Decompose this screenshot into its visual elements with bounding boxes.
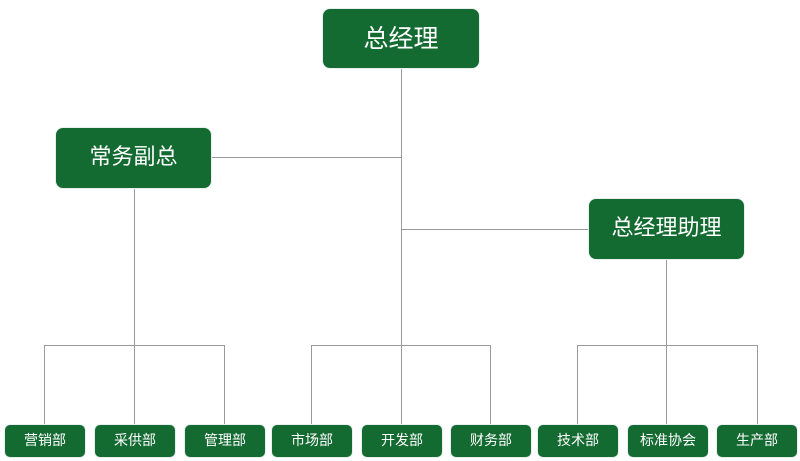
node-deputy-general-manager[interactable]: 常务副总 [55, 127, 212, 189]
connector-drop-biaozhun [666, 345, 667, 424]
node-general-manager-label: 总经理 [363, 24, 439, 53]
connector-drop-jishu [577, 345, 578, 424]
node-department-jishu-label: 技术部 [557, 433, 599, 449]
node-department-caigong-label: 采供部 [114, 433, 156, 449]
node-department-guanli[interactable]: 管理部 [184, 424, 266, 458]
connector-root-to-assistant [401, 229, 589, 230]
connector-drop-caigong [134, 345, 135, 424]
node-deputy-general-manager-label: 常务副总 [89, 145, 178, 170]
connector-drop-caiwu [490, 345, 491, 424]
connector-drop-guanli [224, 345, 225, 424]
connector-group3-bus [577, 345, 758, 346]
connector-drop-yingxiao [44, 345, 45, 424]
node-department-yingxiao[interactable]: 营销部 [4, 424, 86, 458]
node-department-caiwu[interactable]: 财务部 [450, 424, 532, 458]
node-general-manager[interactable]: 总经理 [322, 8, 480, 69]
connector-root-to-deputy [212, 157, 402, 158]
connector-assistant-stem [666, 260, 667, 346]
connector-drop-kaifa [401, 345, 402, 424]
node-department-kaifa[interactable]: 开发部 [361, 424, 443, 458]
node-department-jishu[interactable]: 技术部 [537, 424, 619, 458]
node-department-shengchan[interactable]: 生产部 [716, 424, 798, 458]
node-department-shengchan-label: 生产部 [736, 433, 778, 449]
node-department-kaifa-label: 开发部 [381, 433, 423, 449]
node-department-shichang-label: 市场部 [291, 433, 333, 449]
connector-drop-shichang [311, 345, 312, 424]
node-department-shichang[interactable]: 市场部 [271, 424, 353, 458]
node-department-biaozhun[interactable]: 标准协会 [627, 424, 709, 458]
node-department-caigong[interactable]: 采供部 [94, 424, 176, 458]
node-gm-assistant[interactable]: 总经理助理 [588, 198, 745, 260]
connector-deputy-stem [134, 189, 135, 346]
connector-drop-shengchan [757, 345, 758, 424]
node-department-guanli-label: 管理部 [204, 433, 246, 449]
connector-root-trunk [401, 69, 402, 346]
node-gm-assistant-label: 总经理助理 [611, 216, 722, 241]
node-department-yingxiao-label: 营销部 [24, 433, 66, 449]
node-department-biaozhun-label: 标准协会 [640, 433, 696, 449]
node-department-caiwu-label: 财务部 [470, 433, 512, 449]
